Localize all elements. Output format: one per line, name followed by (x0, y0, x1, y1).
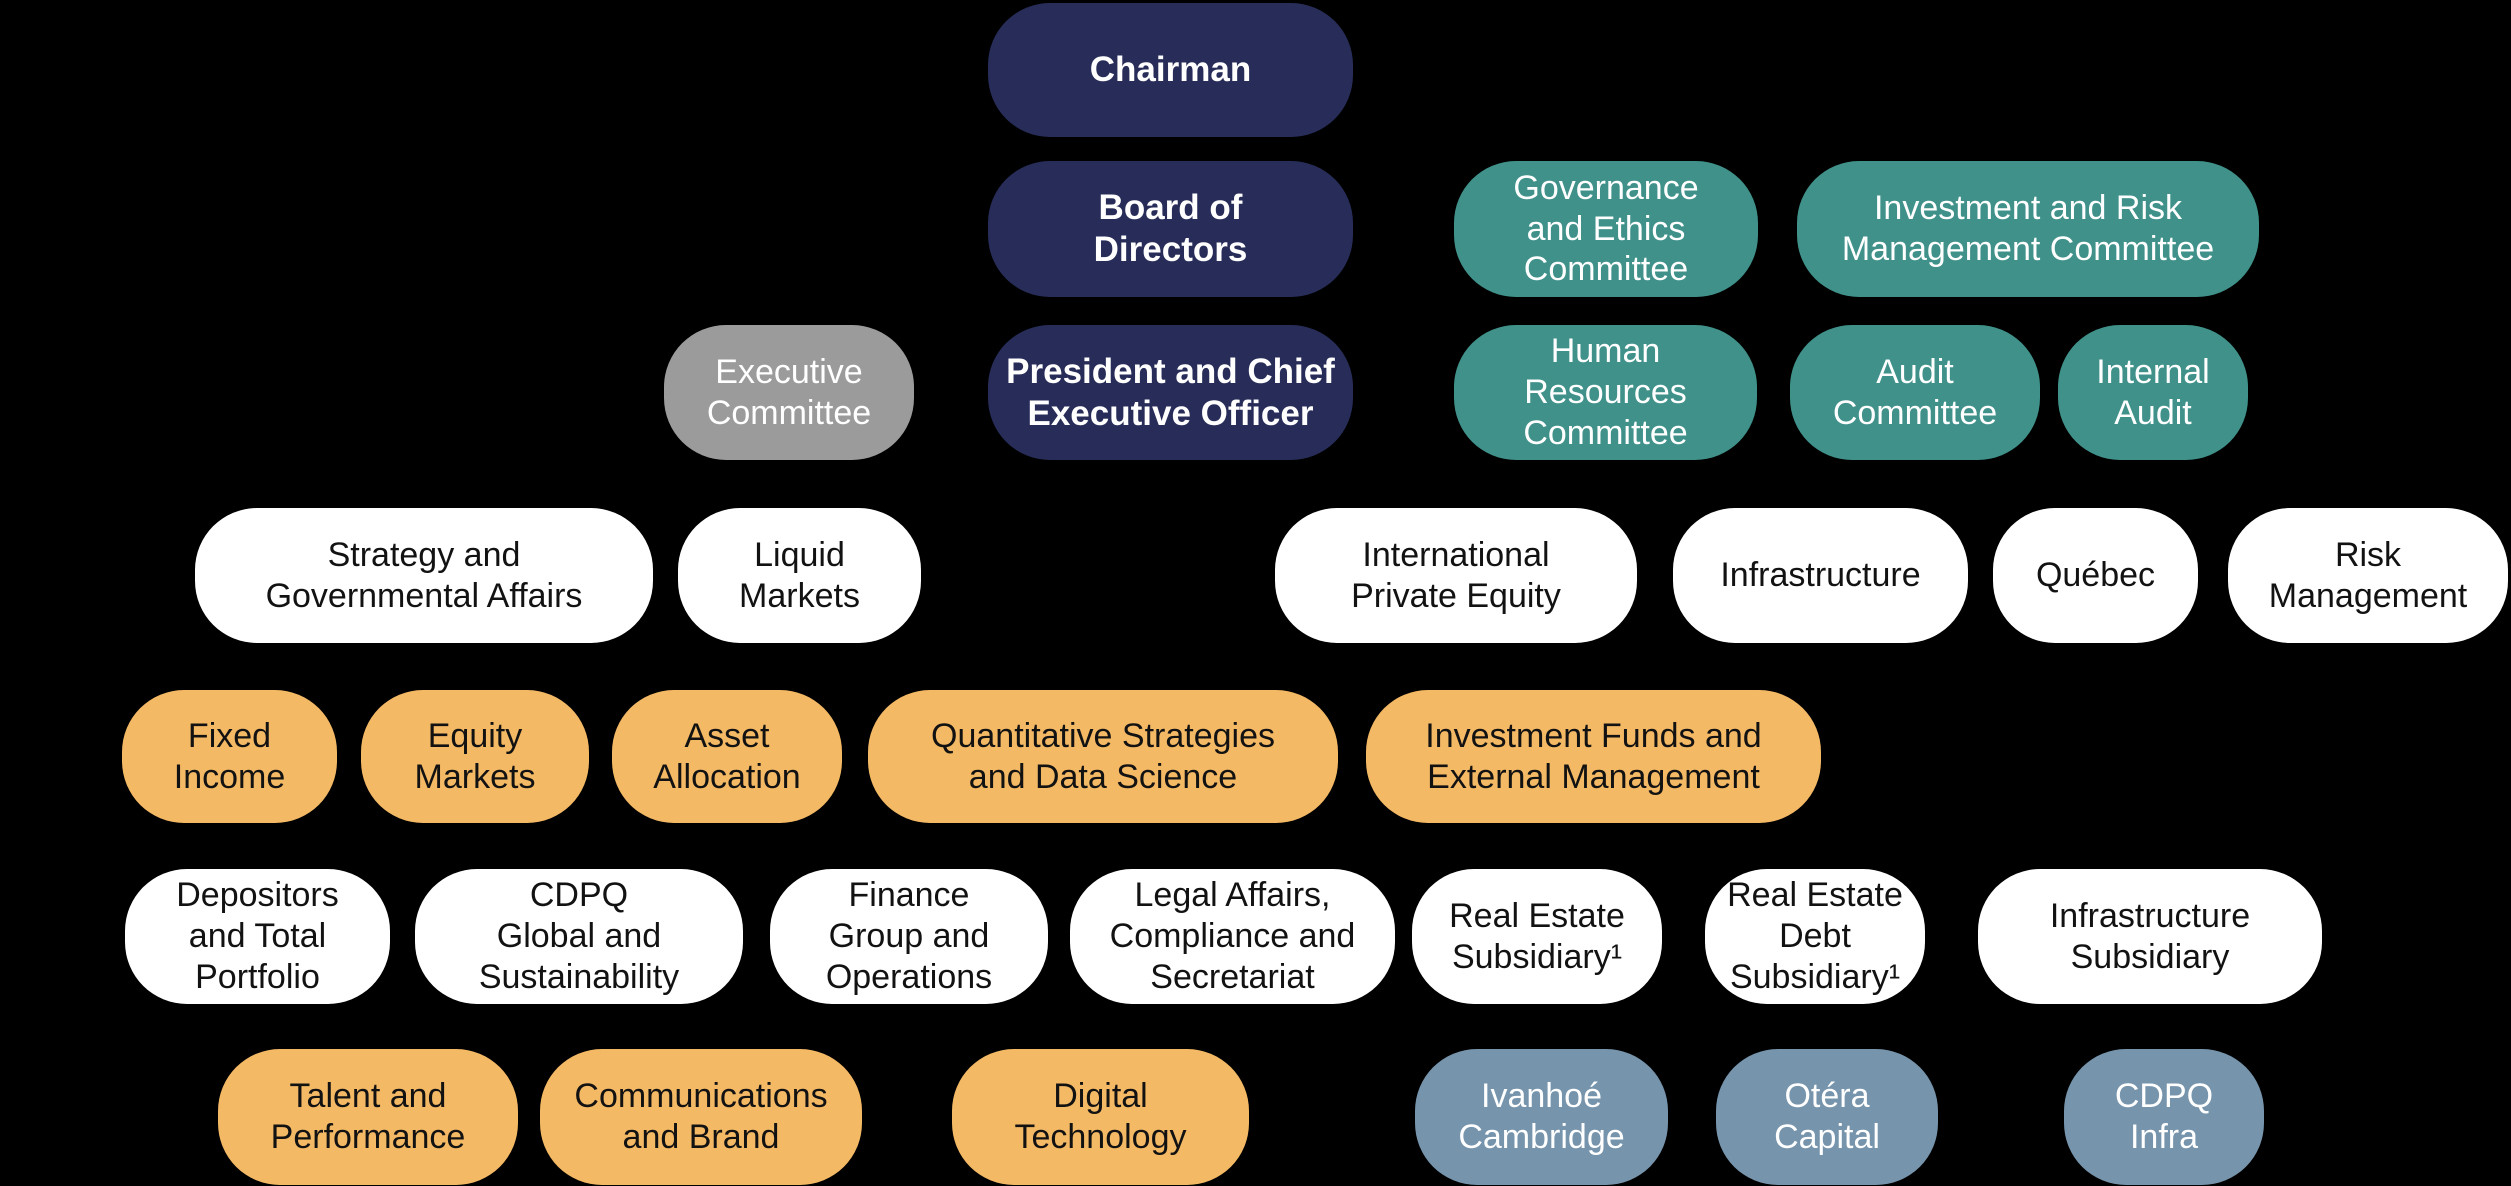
node-infrastructure: Infrastructure (1673, 508, 1968, 643)
node-human-resources-committee: Human Resources Committee (1454, 325, 1757, 460)
node-real-estate-subsidiary: Real Estate Subsidiary¹ (1412, 869, 1662, 1004)
node-legal-affairs-compliance-secretariat: Legal Affairs, Compliance and Secretaria… (1070, 869, 1395, 1004)
node-finance-group-operations: Finance Group and Operations (770, 869, 1048, 1004)
node-otera-capital: Otéra Capital (1716, 1049, 1938, 1185)
node-investment-funds-external-management: Investment Funds and External Management (1366, 690, 1821, 823)
node-equity-markets: Equity Markets (361, 690, 589, 823)
node-executive-committee: Executive Committee (664, 325, 914, 460)
node-quantitative-strategies-data-science: Quantitative Strategies and Data Science (868, 690, 1338, 823)
node-liquid-markets: Liquid Markets (678, 508, 921, 643)
node-internal-audit: Internal Audit (2058, 325, 2248, 460)
node-governance-ethics-committee: Governance and Ethics Committee (1454, 161, 1758, 297)
node-strategy-governmental-affairs: Strategy and Governmental Affairs (195, 508, 653, 643)
node-international-private-equity: International Private Equity (1275, 508, 1637, 643)
node-investment-risk-management-committee: Investment and Risk Management Committee (1797, 161, 2259, 297)
node-depositors-total-portfolio: Depositors and Total Portfolio (125, 869, 390, 1004)
node-communications-brand: Communications and Brand (540, 1049, 862, 1185)
node-cdpq-global-sustainability: CDPQ Global and Sustainability (415, 869, 743, 1004)
node-cdpq-infra: CDPQ Infra (2064, 1049, 2264, 1185)
node-president-ceo: President and Chief Executive Officer (988, 325, 1353, 460)
node-chairman: Chairman (988, 3, 1353, 137)
node-digital-technology: Digital Technology (952, 1049, 1249, 1185)
node-quebec: Québec (1993, 508, 2198, 643)
node-talent-performance: Talent and Performance (218, 1049, 518, 1185)
node-infrastructure-subsidiary: Infrastructure Subsidiary (1978, 869, 2322, 1004)
node-board-of-directors: Board of Directors (988, 161, 1353, 297)
node-asset-allocation: Asset Allocation (612, 690, 842, 823)
node-ivanhoe-cambridge: Ivanhoé Cambridge (1415, 1049, 1668, 1185)
node-audit-committee: Audit Committee (1790, 325, 2040, 460)
node-real-estate-debt-subsidiary: Real Estate Debt Subsidiary¹ (1705, 869, 1925, 1004)
node-risk-management: Risk Management (2228, 508, 2508, 643)
node-fixed-income: Fixed Income (122, 690, 337, 823)
